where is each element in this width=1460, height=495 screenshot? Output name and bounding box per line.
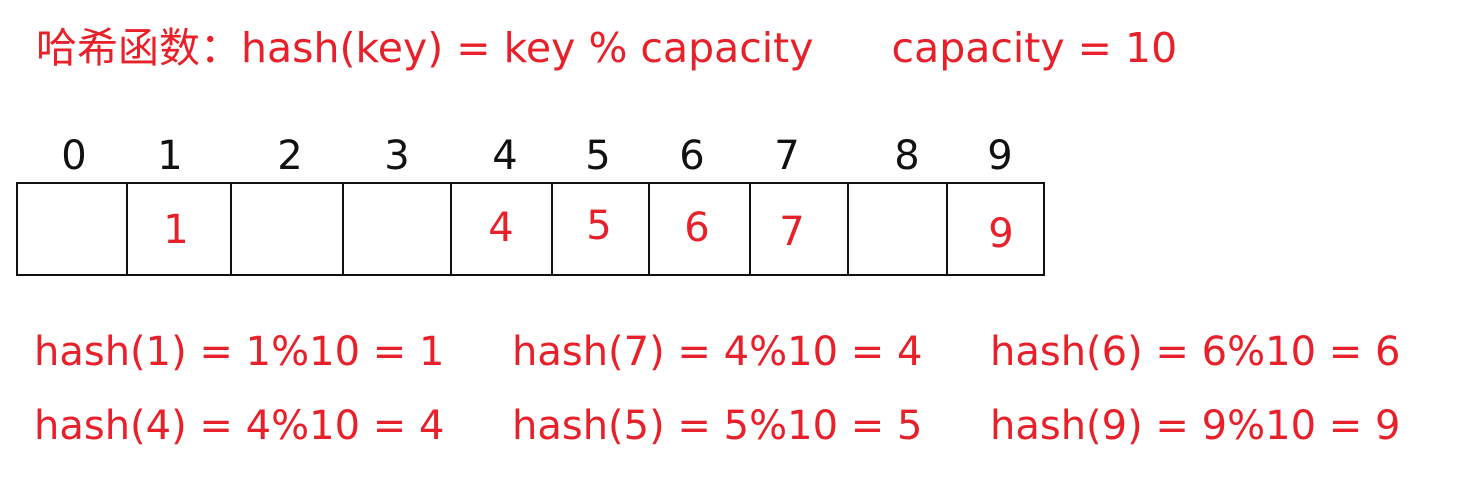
cell-value: 6 [684, 205, 710, 251]
index-label: 3 [384, 133, 410, 179]
cell-value: 9 [988, 211, 1014, 257]
hash-formula: hash(5) = 5%10 = 5 [512, 403, 923, 449]
cell-value: 1 [163, 207, 189, 253]
array-cell: 6 [648, 184, 751, 274]
index-label: 2 [277, 133, 303, 179]
cell-value: 5 [586, 203, 612, 249]
array-cell [847, 184, 948, 274]
array-cell: 4 [450, 184, 553, 274]
array-cell: 9 [946, 184, 1045, 274]
index-label: 6 [679, 133, 705, 179]
hash-formula: hash(7) = 4%10 = 4 [512, 329, 923, 375]
hash-formula: hash(9) = 9%10 = 9 [990, 403, 1401, 449]
hash-formula: hash(1) = 1%10 = 1 [34, 329, 445, 375]
array-cell [342, 184, 452, 274]
index-label: 1 [157, 133, 183, 179]
array-cell: 5 [551, 184, 650, 274]
hash-table-array: 1 4 5 6 7 9 [16, 182, 1045, 276]
index-label: 7 [774, 133, 800, 179]
cell-value: 4 [488, 205, 514, 251]
capacity-label: capacity = 10 [891, 24, 1178, 72]
hash-formula: hash(4) = 4%10 = 4 [34, 403, 445, 449]
hash-formula: hash(6) = 6%10 = 6 [990, 329, 1401, 375]
index-label: 4 [492, 133, 518, 179]
index-label: 5 [585, 133, 611, 179]
cell-value: 7 [779, 209, 805, 255]
array-cell [18, 184, 128, 274]
index-label: 0 [61, 133, 87, 179]
index-label: 9 [987, 133, 1013, 179]
diagram-title: 哈希函数：hash(key) = key % capacity capacity … [36, 20, 1177, 76]
index-label: 8 [894, 133, 920, 179]
array-cell [230, 184, 344, 274]
array-cell: 7 [749, 184, 849, 274]
hash-function-label: 哈希函数：hash(key) = key % capacity [36, 24, 814, 72]
array-cell: 1 [126, 184, 232, 274]
